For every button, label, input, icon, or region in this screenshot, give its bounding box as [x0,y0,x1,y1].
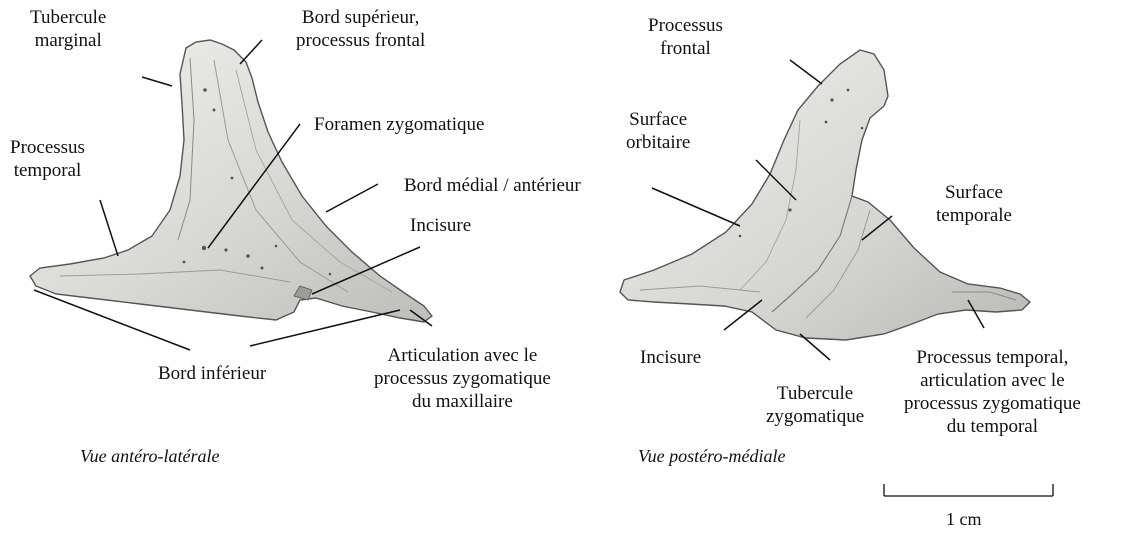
label-foramen-zygomatique: Foramen zygomatique [314,113,484,136]
label-incisure-left: Incisure [410,214,471,237]
left-bone-drawing [30,40,432,322]
caption-right: Vue postéro-médiale [638,446,785,467]
label-bord-inferieur: Bord inférieur [158,362,266,385]
left-bone-body [30,40,432,322]
label-bord-medial: Bord médial / antérieur [404,174,581,197]
scale-bar-label: 1 cm [946,509,982,530]
label-bord-superieur: Bord supérieur,processus frontal [296,6,425,52]
caption-left: Vue antéro-latérale [80,446,219,467]
scale-bar [884,484,1053,496]
label-incisure-right: Incisure [640,346,701,369]
